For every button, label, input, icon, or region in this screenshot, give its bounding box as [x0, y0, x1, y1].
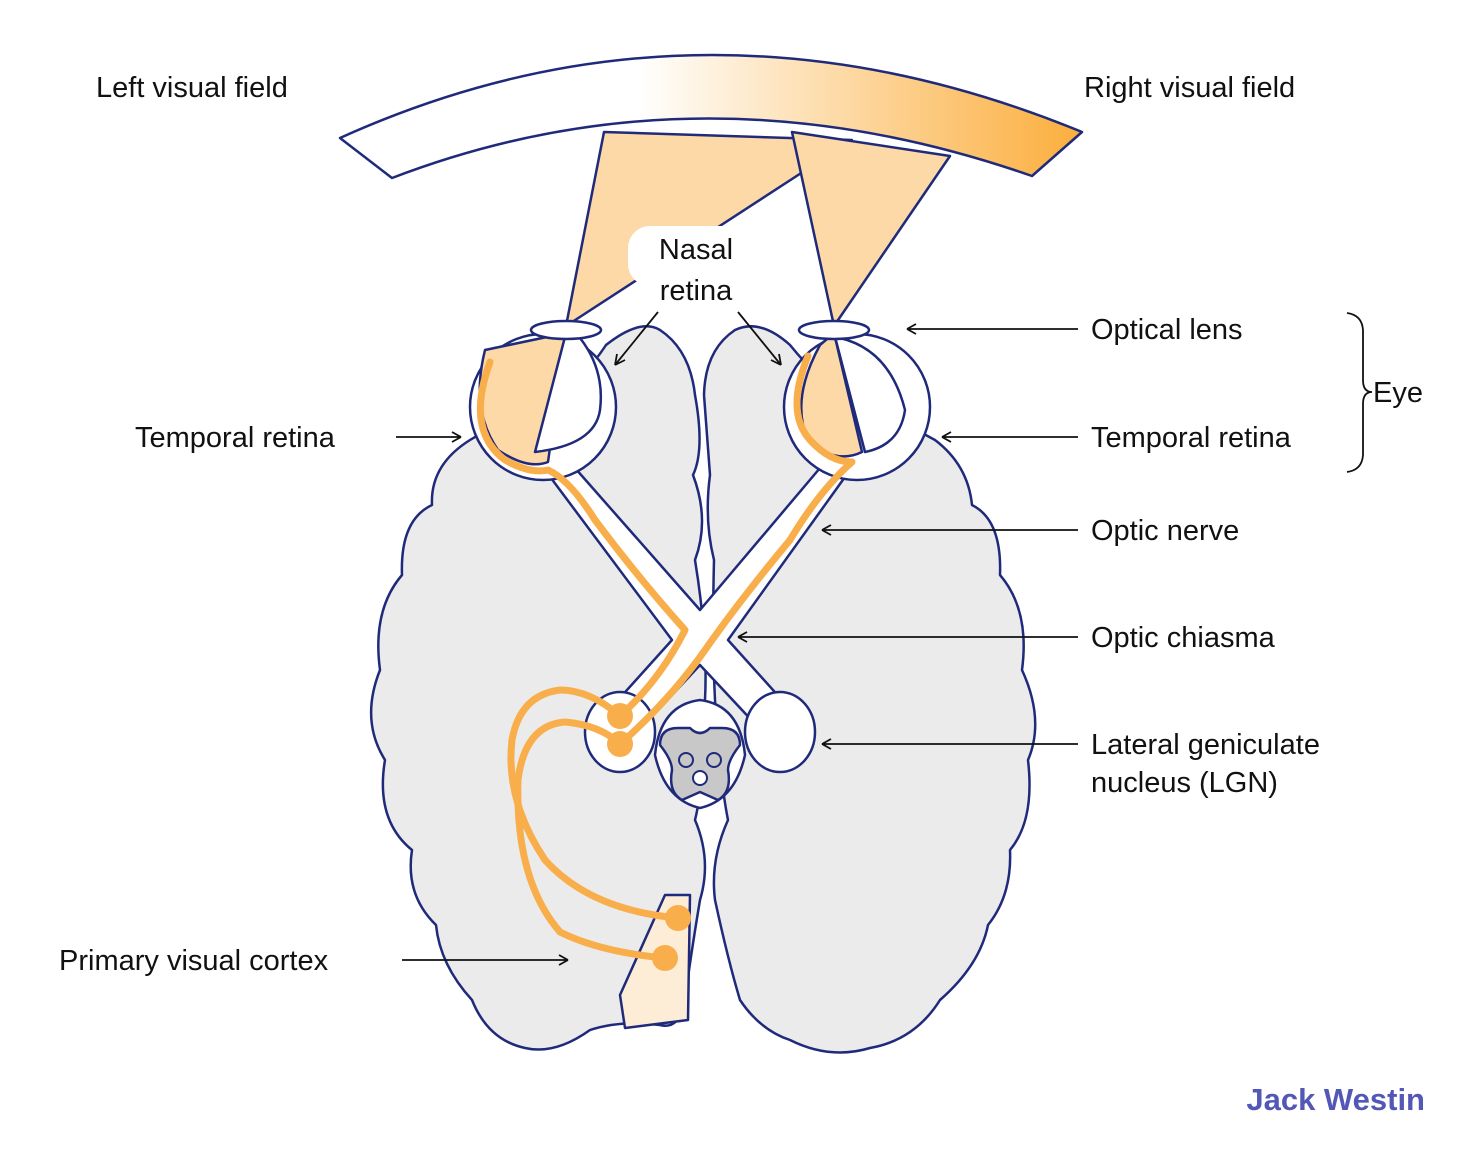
right-eye-light-cone [790, 130, 952, 328]
lgn-synapse-lower [607, 731, 633, 757]
nasal-retina-label-line2: retina [660, 275, 733, 307]
left-brain-hemisphere [369, 325, 707, 1051]
lgn-label-line1: Lateral geniculate [1091, 729, 1320, 761]
cortex-synapse-lower [652, 945, 678, 971]
midbrain-hole-right [706, 752, 722, 768]
nasal-retina-label-bg [628, 226, 746, 286]
temporal-retina-left-label: Temporal retina [135, 422, 336, 454]
lgn-synapse-upper [607, 703, 633, 729]
temporal-retina-right-label: Temporal retina [1091, 422, 1292, 454]
midbrain-gray [658, 726, 742, 802]
right-eye-inner [832, 331, 907, 454]
left-eye-inner [533, 331, 602, 454]
left-temporal-pathway [476, 358, 689, 720]
optical-lens-label: Optical lens [1091, 314, 1243, 346]
brand-logo-text: Jack Westin [1246, 1082, 1425, 1117]
midbrain-hole-center [692, 770, 708, 786]
visual-field-arc [338, 53, 1084, 180]
optic-radiation-lower [514, 718, 669, 962]
primary-visual-cortex-label: Primary visual cortex [59, 945, 329, 977]
midbrain-hole-left [678, 752, 694, 768]
left-optical-lens [529, 319, 603, 341]
right-lgn-body [743, 690, 817, 774]
right-optical-lens [797, 319, 871, 341]
nasal-retina-label-line1: Nasal [659, 234, 733, 266]
leader-arrows [396, 311, 1373, 966]
optic-nerve-label: Optic nerve [1091, 515, 1239, 547]
left-visual-field-label: Left visual field [96, 72, 288, 104]
optic-chiasma-label: Optic chiasma [1091, 622, 1276, 654]
eye-label: Eye [1373, 377, 1423, 409]
cortex-synapse-upper [665, 905, 691, 931]
lgn-label-line2: nucleus (LGN) [1091, 767, 1278, 799]
right-visual-field-label: Right visual field [1084, 72, 1295, 104]
right-nasal-pathway [616, 352, 856, 748]
optic-radiation-upper [507, 686, 682, 922]
